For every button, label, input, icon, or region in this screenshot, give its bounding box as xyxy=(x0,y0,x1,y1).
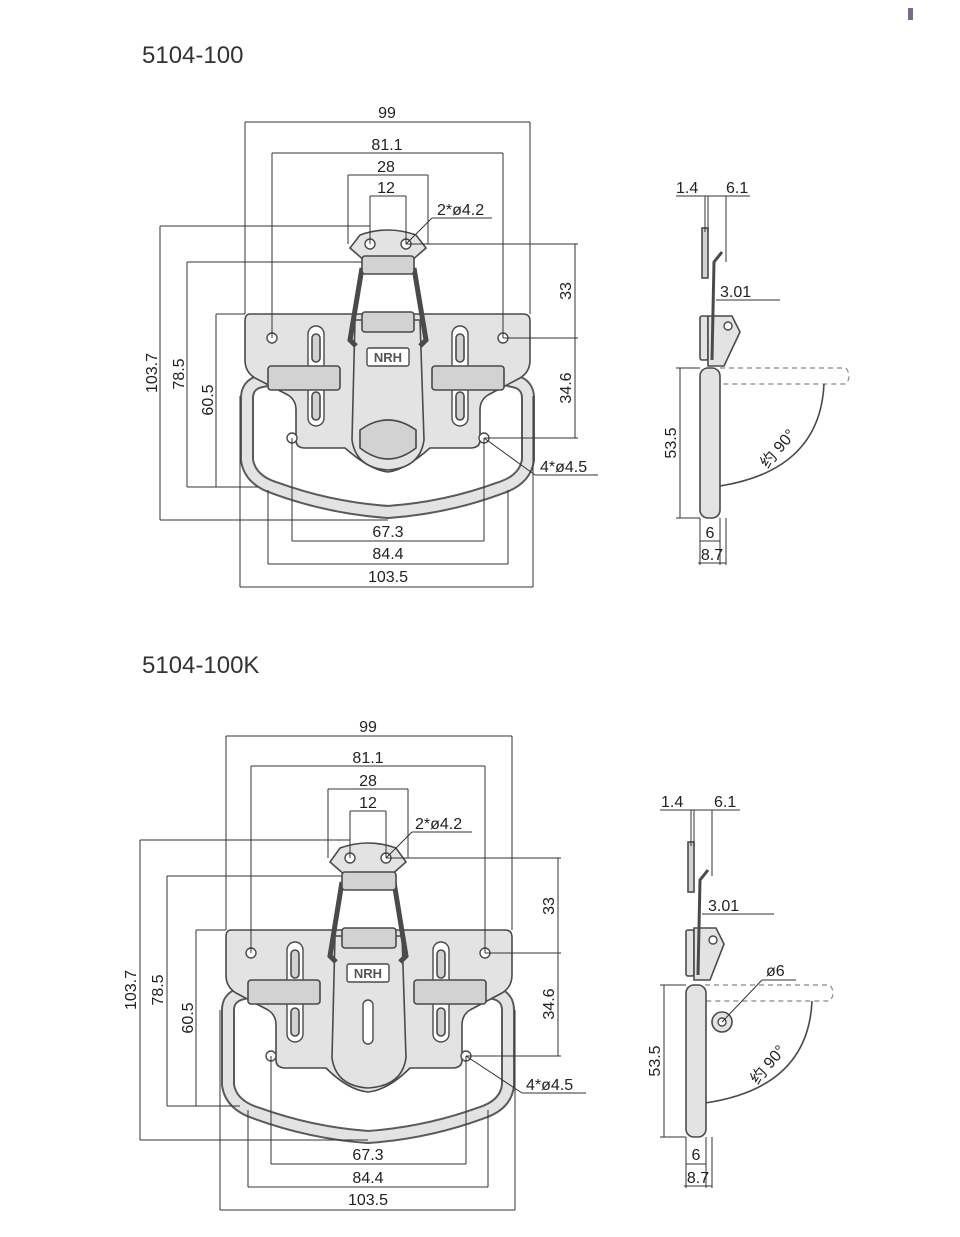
dim-78-5: 78.5 xyxy=(171,358,188,389)
front-view: NRH xyxy=(240,229,535,520)
side-dim-6-1: 6.1 xyxy=(714,794,736,811)
dim-84-4: 84.4 xyxy=(372,546,403,563)
side-dim-6: 6 xyxy=(706,525,715,542)
dim-99: 99 xyxy=(378,105,396,122)
front-view: NRH xyxy=(221,842,515,1145)
dim-84-4: 84.4 xyxy=(352,1170,383,1187)
dim-67-3: 67.3 xyxy=(372,524,403,541)
dim-holes-top: 2*ø4.2 xyxy=(437,202,484,219)
dim-34-6: 34.6 xyxy=(541,988,558,1019)
dim-28: 28 xyxy=(377,159,395,176)
side-dim-1-4: 1.4 xyxy=(661,794,683,811)
dim-33: 33 xyxy=(558,282,575,300)
dim-12: 12 xyxy=(377,180,395,197)
side-dim-8-7: 8.7 xyxy=(701,547,723,564)
dim-99: 99 xyxy=(359,719,377,736)
side-dim-1-4: 1.4 xyxy=(676,180,698,197)
dim-103-7: 103.7 xyxy=(123,970,140,1010)
dim-103-5: 103.5 xyxy=(348,1192,388,1209)
drawing-5104-100: 5104-100 xyxy=(142,42,850,588)
drawing-5104-100k: 5104-100K NRH xyxy=(123,652,834,1211)
dim-12: 12 xyxy=(359,795,377,812)
side-dim-53-5: 53.5 xyxy=(663,427,680,458)
side-dim-angle: 约 90° xyxy=(757,426,799,472)
drawing-title: 5104-100 xyxy=(142,42,243,69)
side-dim-pin: ø6 xyxy=(766,963,785,980)
front-dimensions: 99 81.1 28 12 2*ø4.2 103.7 78.5 xyxy=(144,105,598,588)
side-view xyxy=(699,227,850,519)
brand-logo: NRH xyxy=(374,350,402,365)
dim-33: 33 xyxy=(541,897,558,915)
dim-60-5: 60.5 xyxy=(200,384,217,415)
side-dimensions: 1.4 6.1 3.01 ø6 53.5 6 8.7 约 90° xyxy=(647,794,796,1188)
dim-holes-bottom: 4*ø4.5 xyxy=(526,1077,573,1094)
side-dimensions: 1.4 6.1 3.01 53.5 6 8.7 约 90° xyxy=(663,180,799,565)
dim-81-1: 81.1 xyxy=(352,750,383,767)
dim-60-5: 60.5 xyxy=(180,1002,197,1033)
side-view xyxy=(685,841,834,1138)
side-dim-8-7: 8.7 xyxy=(687,1170,709,1187)
dim-67-3: 67.3 xyxy=(352,1147,383,1164)
side-dim-3-01: 3.01 xyxy=(708,898,739,915)
dim-holes-bottom: 4*ø4.5 xyxy=(540,459,587,476)
dim-103-5: 103.5 xyxy=(368,569,408,586)
brand-logo: NRH xyxy=(354,966,382,981)
dim-holes-top: 2*ø4.2 xyxy=(415,816,462,833)
side-dim-53-5: 53.5 xyxy=(647,1045,664,1076)
front-dimensions: 99 81.1 28 12 2*ø4.2 103.7 78.5 xyxy=(123,719,586,1211)
side-dim-6: 6 xyxy=(692,1147,701,1164)
drawing-title: 5104-100K xyxy=(142,652,259,679)
side-dim-6-1: 6.1 xyxy=(726,180,748,197)
corner-marker xyxy=(908,8,913,20)
dim-78-5: 78.5 xyxy=(150,974,167,1005)
dim-81-1: 81.1 xyxy=(371,137,402,154)
dim-28: 28 xyxy=(359,773,377,790)
dim-103-7: 103.7 xyxy=(144,353,161,393)
side-dim-3-01: 3.01 xyxy=(720,284,751,301)
dim-34-6: 34.6 xyxy=(558,372,575,403)
